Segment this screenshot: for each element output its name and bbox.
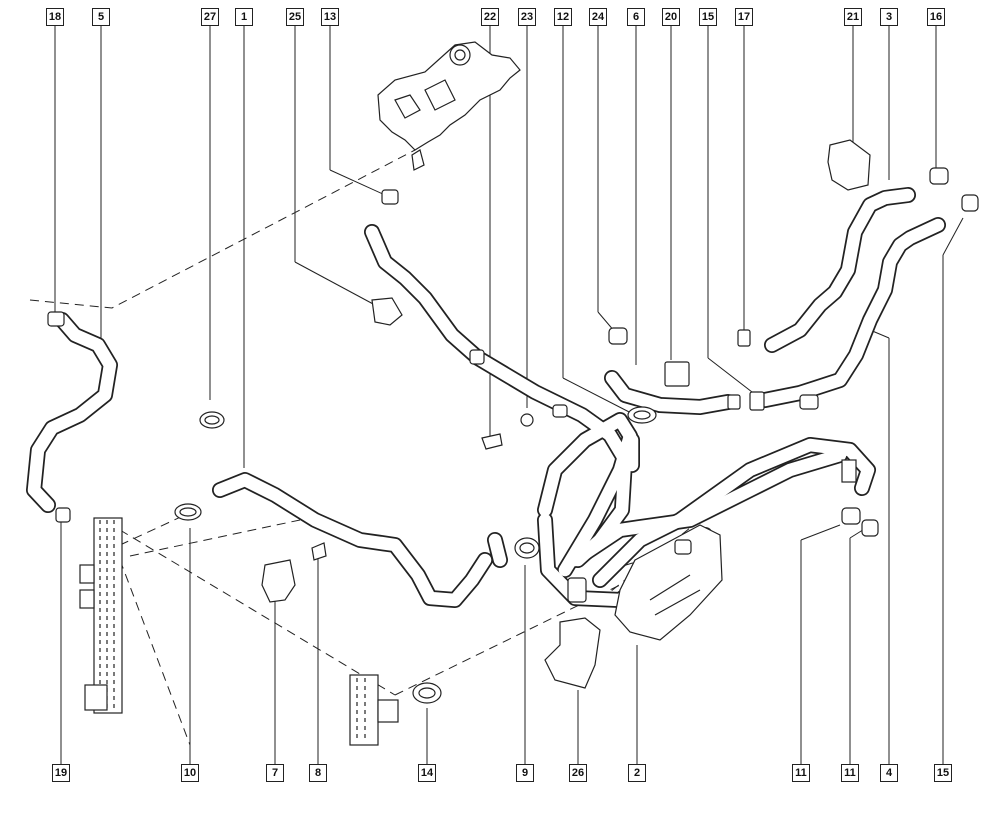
callout-label-top-20: 20 <box>662 8 680 26</box>
callout-label-top-23: 23 <box>518 8 536 26</box>
callout-label-top-24: 24 <box>589 8 607 26</box>
callout-label-top-22: 22 <box>481 8 499 26</box>
callout-label-top-6: 6 <box>627 8 645 26</box>
hoses <box>26 187 946 608</box>
callout-label-bottom-11a: 11 <box>792 764 810 782</box>
callout-label-top-13: 13 <box>321 8 339 26</box>
callout-label-bottom-19: 19 <box>52 764 70 782</box>
callout-label-bottom-9: 9 <box>516 764 534 782</box>
clamps-and-fittings <box>47 139 979 704</box>
expansion-tank-body <box>614 459 857 641</box>
callout-label-top-17: 17 <box>735 8 753 26</box>
callout-label-bottom-2: 2 <box>628 764 646 782</box>
radiator <box>79 517 399 746</box>
callout-label-top-27: 27 <box>201 8 219 26</box>
callout-label-top-21: 21 <box>844 8 862 26</box>
callout-label-bottom-11b: 11 <box>841 764 859 782</box>
callout-label-top-3: 3 <box>880 8 898 26</box>
callout-label-bottom-4: 4 <box>880 764 898 782</box>
callout-label-top-16: 16 <box>927 8 945 26</box>
dashed-alignment-lines <box>29 149 701 746</box>
engine-outlet-housing <box>377 41 521 171</box>
callout-label-top-15: 15 <box>699 8 717 26</box>
callout-label-top-12: 12 <box>554 8 572 26</box>
callout-label-top-5: 5 <box>92 8 110 26</box>
callout-label-bottom-7: 7 <box>266 764 284 782</box>
callout-label-top-1: 1 <box>235 8 253 26</box>
callout-label-top-18: 18 <box>46 8 64 26</box>
leader-lines <box>54 25 964 764</box>
callout-label-bottom-15: 15 <box>934 764 952 782</box>
callout-label-bottom-8: 8 <box>309 764 327 782</box>
callout-label-top-25: 25 <box>286 8 304 26</box>
callout-label-bottom-10: 10 <box>181 764 199 782</box>
callout-label-bottom-26: 26 <box>569 764 587 782</box>
callout-label-bottom-14: 14 <box>418 764 436 782</box>
